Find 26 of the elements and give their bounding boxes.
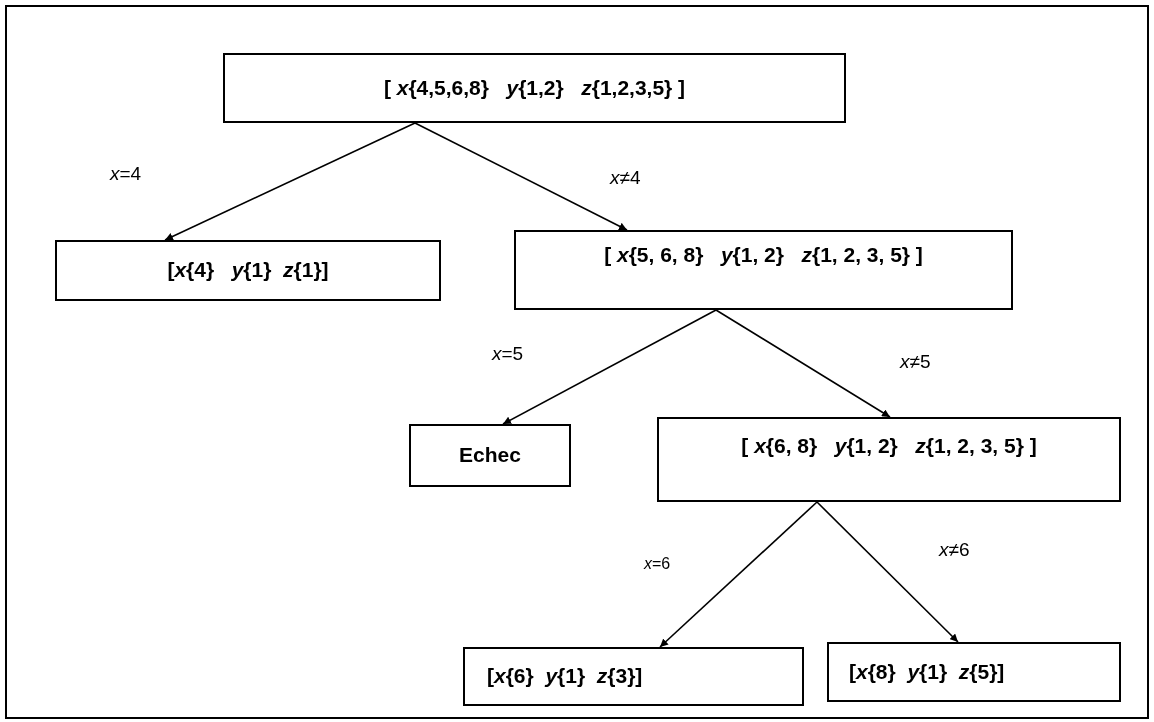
domain-text: [x{8} y{1} z{5}] [849, 658, 1005, 685]
state-box [827, 642, 1121, 702]
edge-label: x≠6 [937, 540, 972, 559]
state-box [223, 53, 846, 123]
domain-text: [ x{6, 8} y{1, 2} z{1, 2, 3, 5} ] [741, 433, 1037, 459]
edge-label: x=6 [642, 556, 673, 572]
edge-label: x=4 [108, 164, 144, 183]
edge-label: x≠5 [898, 352, 933, 371]
domain-text: Echec [459, 442, 521, 469]
arrow [715, 309, 891, 418]
arrow [659, 501, 818, 648]
edge-label: x=5 [490, 344, 526, 363]
state-box [409, 424, 571, 487]
domain-text: [x{6} y{1} z{3}] [487, 663, 643, 690]
arrow [816, 501, 959, 643]
domain-text: [ x{5, 6, 8} y{1, 2} z{1, 2, 3, 5} ] [604, 242, 923, 268]
edge-label: x≠4 [608, 168, 643, 187]
arrow [414, 122, 628, 231]
domain-text: [ x{4,5,6,8} y{1,2} z{1,2,3,5} ] [383, 74, 686, 101]
state-box [657, 417, 1121, 502]
state-box [55, 240, 441, 301]
domain-text: [x{4} y{1} z{1}] [167, 257, 329, 284]
arrow [164, 122, 416, 241]
state-box [463, 647, 804, 706]
state-box [514, 230, 1013, 310]
arrow [502, 309, 717, 425]
